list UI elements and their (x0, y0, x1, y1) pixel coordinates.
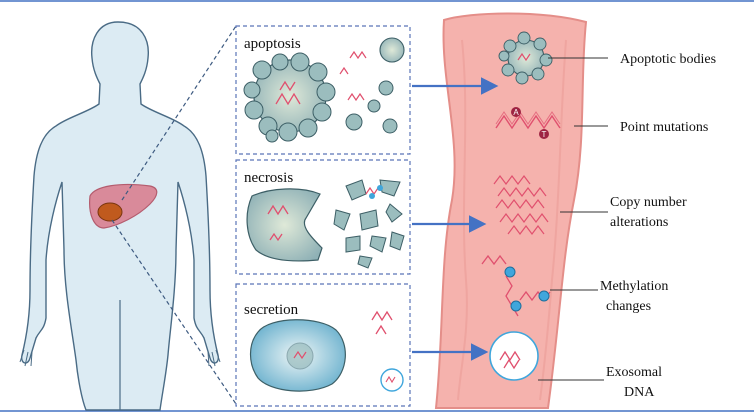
exosomal-label: Exosomal (606, 365, 662, 380)
exosome (489, 331, 539, 381)
methylation-dna (481, 254, 551, 317)
apoptotic-cell (243, 52, 336, 143)
mutation-letter-t: T (542, 130, 547, 139)
necrosis-label: necrosis (244, 170, 293, 186)
apoptotic-debris (339, 37, 405, 134)
dna-label: DNA (624, 385, 655, 400)
point-mutations-label: Point mutations (620, 120, 708, 135)
right-hand (207, 349, 221, 367)
necrosis-dna (365, 185, 383, 199)
vessel-apoptotic-body (498, 31, 553, 85)
human-body (19, 21, 221, 411)
alterations-label: alterations (610, 215, 668, 230)
callout-leaders (538, 57, 608, 381)
secretion-label: secretion (244, 302, 299, 318)
copy-number-dna (493, 175, 549, 235)
apoptotic-bodies-label: Apoptotic bodies (620, 52, 716, 67)
necrosis-panel (235, 159, 411, 275)
dna-fragment (275, 80, 301, 106)
necrotic-cell (246, 188, 323, 262)
secreted-dna (371, 310, 404, 392)
necrotic-fragments (333, 179, 405, 269)
panel-boxes (235, 25, 411, 407)
blood-vessel (434, 12, 588, 409)
apoptosis-label: apoptosis (244, 36, 301, 52)
copy-number-label: Copy number (610, 195, 687, 210)
secreting-cell (249, 319, 346, 392)
mutation-letter-a: A (513, 108, 519, 117)
left-hand (19, 349, 33, 367)
changes-label: changes (606, 299, 651, 314)
secretion-panel (235, 283, 411, 407)
apoptosis-panel (235, 25, 411, 155)
point-mutation-dna: A T (495, 107, 561, 139)
zoom-line-bottom (111, 219, 237, 405)
gallbladder (97, 202, 123, 222)
methylation-label: Methylation (600, 279, 668, 294)
